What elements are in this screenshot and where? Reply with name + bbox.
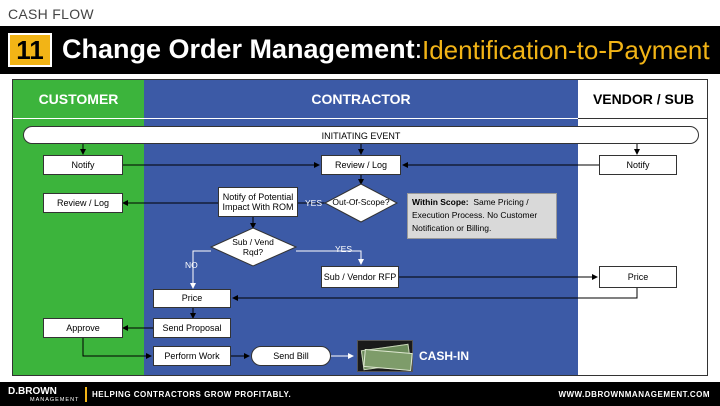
company-logo-sub: MANAGEMENT xyxy=(30,397,80,403)
within-scope-note: Within Scope: Same Pricing / Execution P… xyxy=(407,193,557,239)
perform-work-box: Perform Work xyxy=(153,346,231,366)
initiating-event: INITIATING EVENT xyxy=(23,126,699,144)
contractor-review-box: Review / Log xyxy=(321,155,401,175)
cash-in-label: CASH-IN xyxy=(419,349,469,363)
sub-vend-diamond xyxy=(209,227,298,267)
footer-bar xyxy=(0,382,720,406)
slide-title: Change Order Management: xyxy=(62,34,422,65)
yes-label-scope: YES xyxy=(305,198,323,208)
footer-tagline: HELPING CONTRACTORS GROW PROFITABLY. xyxy=(92,390,292,399)
yes-label-sub: YES xyxy=(335,244,353,254)
send-proposal-box: Send Proposal xyxy=(153,318,231,338)
title-bar xyxy=(0,26,720,74)
slide-number-badge: 11 xyxy=(8,33,52,67)
within-scope-note-text: Same Pricing / Execution Process. No Cus… xyxy=(412,197,538,233)
tagline-divider xyxy=(85,387,87,402)
slide-title-main: Change Order Management xyxy=(62,34,415,64)
notify-potential-box: Notify of Potential Impact With ROM xyxy=(218,187,298,217)
vendor-price-box: Price xyxy=(599,266,677,288)
no-label-sub: NO xyxy=(185,260,198,270)
within-scope-note-heading: Within Scope: xyxy=(412,197,469,207)
out-of-scope-diamond xyxy=(323,183,399,223)
sub-vend-label: Sub / Vend Rqd? xyxy=(232,237,274,257)
contractor-lane-header: CONTRACTOR xyxy=(144,80,578,119)
slide-subtitle: Identification-to-Payment xyxy=(422,35,710,65)
top-bar: CASH FLOW xyxy=(0,0,720,26)
customer-lane-header: CUSTOMER xyxy=(13,80,144,119)
slide-title-separator: : xyxy=(414,34,423,64)
cash-money-icon xyxy=(357,340,413,372)
price-box: Price xyxy=(153,289,231,308)
approve-box: Approve xyxy=(43,318,123,338)
section-label: CASH FLOW xyxy=(8,6,94,22)
sub-vendor-rfp-box: Sub / Vendor RFP xyxy=(321,266,399,288)
send-bill-box: Send Bill xyxy=(251,346,331,366)
swimlane-diagram: CUSTOMER CONTRACTOR VENDOR / SUB xyxy=(12,79,708,376)
vendor-lane-header: VENDOR / SUB xyxy=(578,80,707,119)
customer-notify-box: Notify xyxy=(43,155,123,175)
out-of-scope-label: Out-Of-Scope? xyxy=(332,197,390,208)
customer-review-box: Review / Log xyxy=(43,193,123,213)
flow-connectors xyxy=(80,144,640,359)
footer-website[interactable]: WWW.DBROWNMANAGEMENT.COM xyxy=(558,390,710,399)
company-logo: D.BROWN xyxy=(8,386,57,397)
vendor-notify-box: Notify xyxy=(599,155,677,175)
